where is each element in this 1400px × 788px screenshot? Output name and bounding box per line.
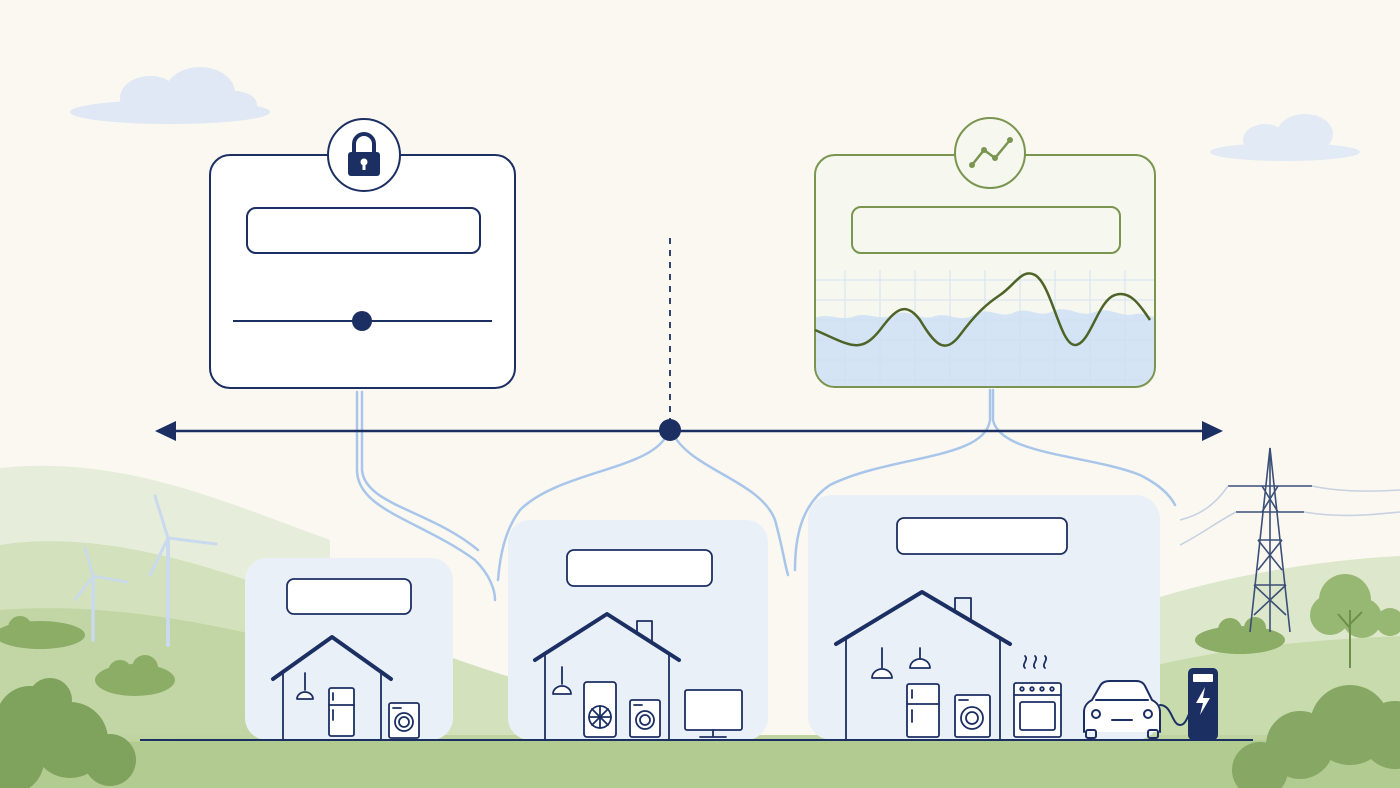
bush-icon — [0, 616, 1285, 696]
control-input-field[interactable] — [246, 207, 481, 254]
tree-icon — [0, 678, 136, 788]
fridge-icon — [906, 683, 940, 738]
timeline-center-marker[interactable] — [659, 419, 681, 441]
electric-car-icon — [1083, 680, 1161, 739]
analytics-input-field[interactable] — [851, 206, 1121, 254]
timeline — [155, 238, 1223, 441]
washing-machine-icon — [629, 699, 661, 738]
control-card — [209, 118, 516, 389]
washing-machine-icon — [388, 702, 420, 739]
pendant-lamp-icon — [909, 647, 931, 669]
home-large-label-field[interactable] — [896, 517, 1068, 555]
left-arrow-icon — [155, 421, 176, 441]
house-large — [834, 590, 1218, 741]
home-medium-label-field[interactable] — [566, 549, 713, 587]
energy-flow-lines — [355, 388, 1177, 602]
tree-icon — [1232, 685, 1400, 788]
transmission-tower-icon — [1179, 447, 1400, 633]
fridge-icon — [328, 687, 355, 737]
monitor-icon — [684, 689, 743, 738]
home-panel-large — [808, 495, 1160, 740]
cloud-icon — [1210, 114, 1360, 161]
pendant-lamp-icon — [552, 666, 572, 695]
tree-icon — [1310, 574, 1400, 668]
right-arrow-icon — [1202, 421, 1223, 441]
trend-wave-line — [814, 272, 1152, 347]
home-small-label-field[interactable] — [286, 578, 412, 615]
washing-machine-icon — [954, 694, 991, 738]
wave-line-chart — [815, 270, 1155, 387]
cloud-icon — [70, 67, 270, 124]
slider-handle[interactable] — [352, 311, 372, 331]
oven-icon — [1013, 655, 1062, 738]
wind-turbine-icon — [73, 494, 218, 647]
pendant-lamp-icon — [296, 672, 314, 700]
padlock-icon — [327, 118, 401, 192]
house-small — [271, 635, 420, 741]
heat-pump-icon — [583, 681, 617, 738]
trend-line-icon — [954, 117, 1026, 189]
house-medium — [533, 612, 743, 741]
pendant-lamp-icon — [871, 647, 893, 679]
analytics-card — [814, 117, 1156, 388]
